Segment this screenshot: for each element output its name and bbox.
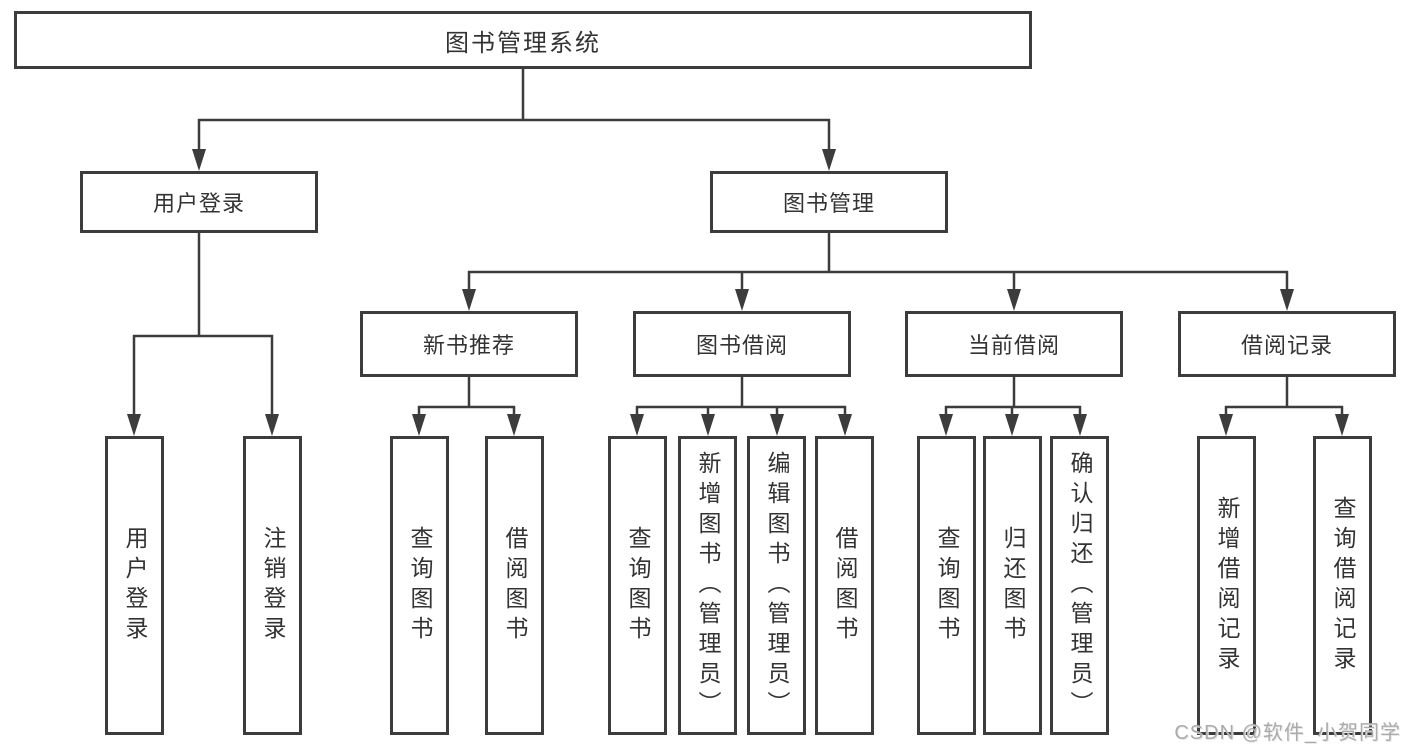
node-label: 注销登录 xyxy=(260,525,286,646)
node-label: 查询图书 xyxy=(934,525,960,646)
arrowhead-icon xyxy=(462,289,476,311)
leaf-query-books-current: 查询图书 xyxy=(917,436,976,735)
node-label: 新增借阅记录 xyxy=(1214,495,1240,676)
leaf-logout: 注销登录 xyxy=(243,436,302,735)
node-label: 查询图书 xyxy=(407,525,433,646)
arrowhead-icon xyxy=(630,414,644,436)
arrowhead-icon xyxy=(1280,289,1294,311)
node-label: 用户登录 xyxy=(152,191,245,216)
node-label: 确认归还（管理员） xyxy=(1067,450,1093,721)
arrowhead-icon xyxy=(1005,414,1019,436)
arrowhead-icon xyxy=(127,414,141,436)
leaf-add-books-admin: 新增图书（管理员） xyxy=(678,436,737,735)
arrowhead-icon xyxy=(735,289,749,311)
node-label: 图书管理 xyxy=(782,191,875,216)
arrowhead-icon xyxy=(939,414,953,436)
arrowhead-icon xyxy=(770,414,784,436)
node-label: 借阅图书 xyxy=(502,525,528,646)
connector-records-to-children xyxy=(1219,377,1349,436)
node-new-book-recommend: 新书推荐 xyxy=(360,311,578,377)
connector-login-to-children xyxy=(127,232,279,436)
leaf-query-books-borrow: 查询图书 xyxy=(608,436,667,735)
arrowhead-icon xyxy=(265,414,279,436)
leaf-borrow-books-recommend: 借阅图书 xyxy=(485,436,544,735)
node-borrowing-records: 借阅记录 xyxy=(1178,311,1396,377)
leaf-edit-books-admin: 编辑图书（管理员） xyxy=(747,436,806,735)
connector-newbooks-to-children xyxy=(412,377,521,436)
leaf-return-books: 归还图书 xyxy=(983,436,1042,735)
leaf-query-books-recommend: 查询图书 xyxy=(390,436,449,735)
node-book-management-branch: 图书管理 xyxy=(710,171,948,233)
node-system-root: 图书管理系统 xyxy=(14,11,1032,69)
node-current-borrowing: 当前借阅 xyxy=(905,311,1123,377)
node-label: 新书推荐 xyxy=(422,333,515,358)
node-label: 图书借阅 xyxy=(695,333,788,358)
node-label: 查询借阅记录 xyxy=(1330,495,1356,676)
leaf-borrow-books: 借阅图书 xyxy=(815,436,874,735)
csdn-watermark: CSDN @软件_小贺同学 xyxy=(1174,722,1401,744)
node-book-borrowing: 图书借阅 xyxy=(633,311,851,377)
leaf-user-login: 用户登录 xyxy=(105,436,164,735)
node-label: 用户登录 xyxy=(122,525,148,646)
arrowhead-icon xyxy=(838,414,852,436)
node-label: 归还图书 xyxy=(1000,525,1026,646)
leaf-confirm-return-admin: 确认归还（管理员） xyxy=(1050,436,1109,735)
node-label: 图书管理系统 xyxy=(445,29,601,57)
node-label: 当前借阅 xyxy=(967,333,1060,358)
connector-current-to-children xyxy=(939,377,1087,436)
arrowhead-icon xyxy=(701,414,715,436)
node-user-login-branch: 用户登录 xyxy=(80,171,318,233)
node-label: 编辑图书（管理员） xyxy=(764,450,790,721)
arrowhead-icon xyxy=(1007,289,1021,311)
connector-mgmt-to-level3 xyxy=(462,232,1294,311)
node-label: 查询图书 xyxy=(625,525,651,646)
connector-root-to-level2 xyxy=(192,68,836,171)
connector-borrow-to-children xyxy=(630,377,852,436)
leaf-query-borrow-record: 查询借阅记录 xyxy=(1313,436,1372,735)
arrowhead-icon xyxy=(412,414,426,436)
node-label: 借阅图书 xyxy=(832,525,858,646)
arrowhead-icon xyxy=(1219,414,1233,436)
arrowhead-icon xyxy=(1335,414,1349,436)
leaf-add-borrow-record: 新增借阅记录 xyxy=(1197,436,1256,735)
node-label: 新增图书（管理员） xyxy=(695,450,721,721)
arrowhead-icon xyxy=(1073,414,1087,436)
node-label: 借阅记录 xyxy=(1240,333,1333,358)
arrowhead-icon xyxy=(822,149,836,171)
arrowhead-icon xyxy=(192,149,206,171)
arrowhead-icon xyxy=(507,414,521,436)
